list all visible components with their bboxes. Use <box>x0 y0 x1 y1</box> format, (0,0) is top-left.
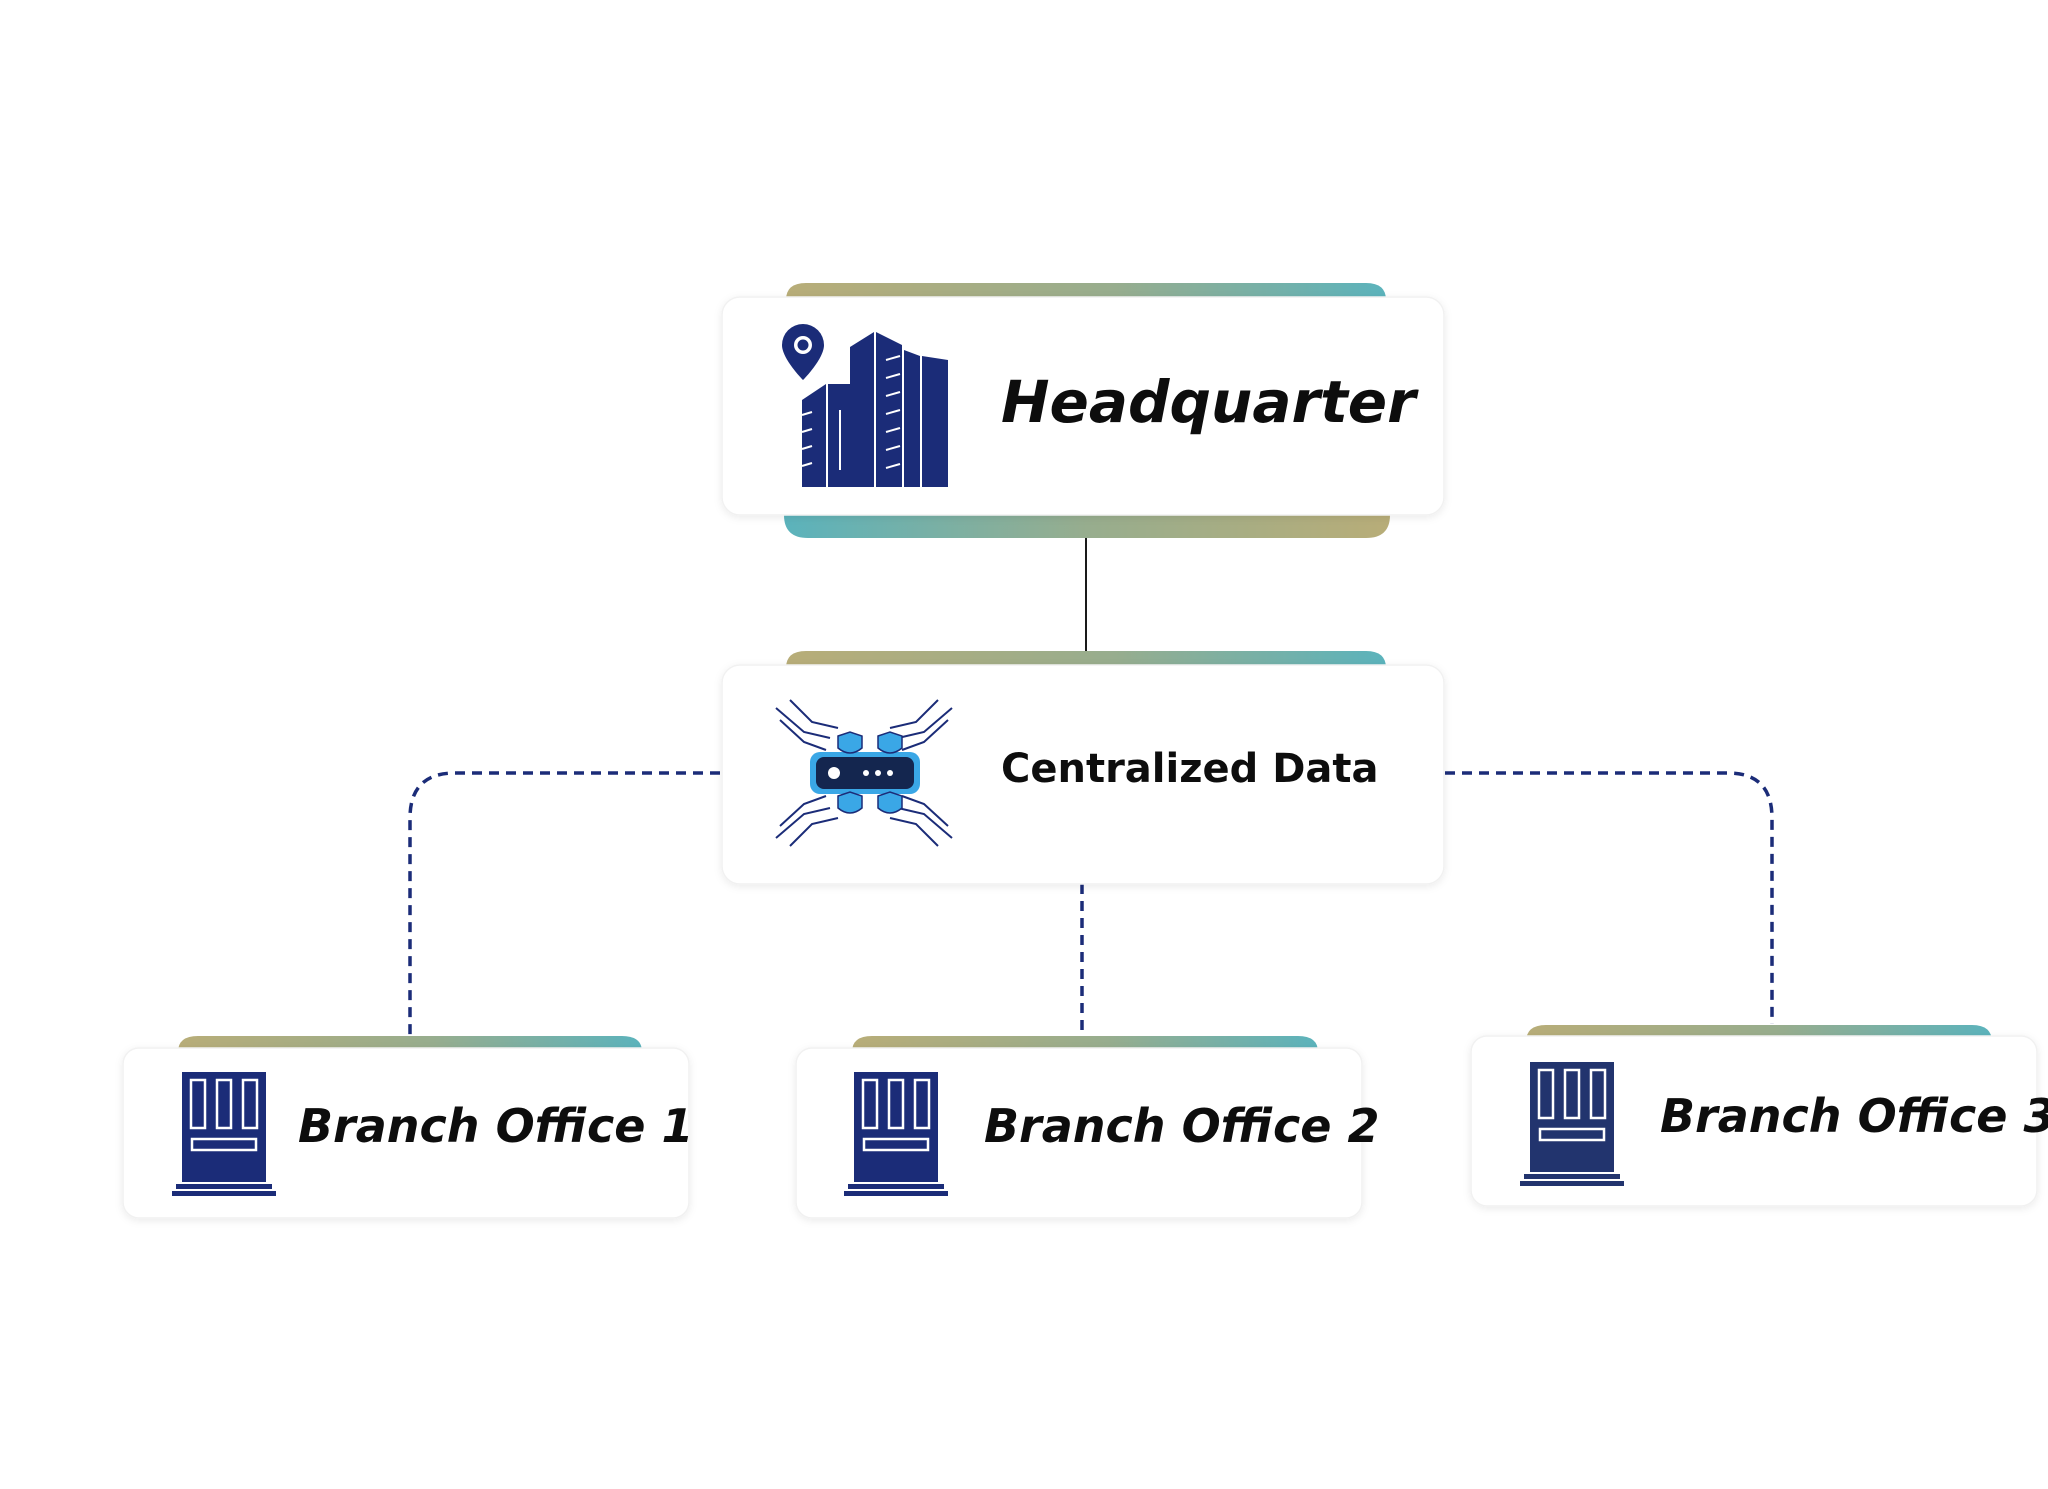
branch-office-1-node: Branch Office 1 <box>122 1036 694 1219</box>
headquarter-bottom-accent <box>784 515 1390 538</box>
headquarter-building-icon <box>782 324 948 487</box>
branch-office-building-icon <box>844 1072 948 1196</box>
branch-office-2-node: Branch Office 2 <box>795 1036 1380 1219</box>
centralized-data-node: Centralized Data <box>721 651 1445 885</box>
branch-1-label: Branch Office 1 <box>298 1099 694 1153</box>
central-to-branch-3-connector <box>1445 771 1774 1024</box>
branch-3-label: Branch Office 3 <box>1660 1089 2048 1143</box>
branch-office-building-icon <box>1520 1062 1624 1186</box>
central-to-branch-1-connector <box>408 771 720 1035</box>
headquarter-top-accent <box>786 283 1386 300</box>
headquarter-card <box>721 296 1445 516</box>
centralized-data-server-icon <box>775 699 953 847</box>
headquarter-node: Headquarter <box>721 283 1445 538</box>
branch-2-label: Branch Office 2 <box>984 1099 1380 1153</box>
headquarter-label: Headquarter <box>1001 368 1419 436</box>
branch-office-building-icon <box>172 1072 276 1196</box>
connectors <box>408 538 1774 1035</box>
centralized-label: Centralized Data <box>1001 746 1379 792</box>
centralized-top-accent <box>786 651 1386 668</box>
branch-office-3-node: Branch Office 3 <box>1470 1025 2048 1207</box>
centralized-card <box>721 664 1445 885</box>
